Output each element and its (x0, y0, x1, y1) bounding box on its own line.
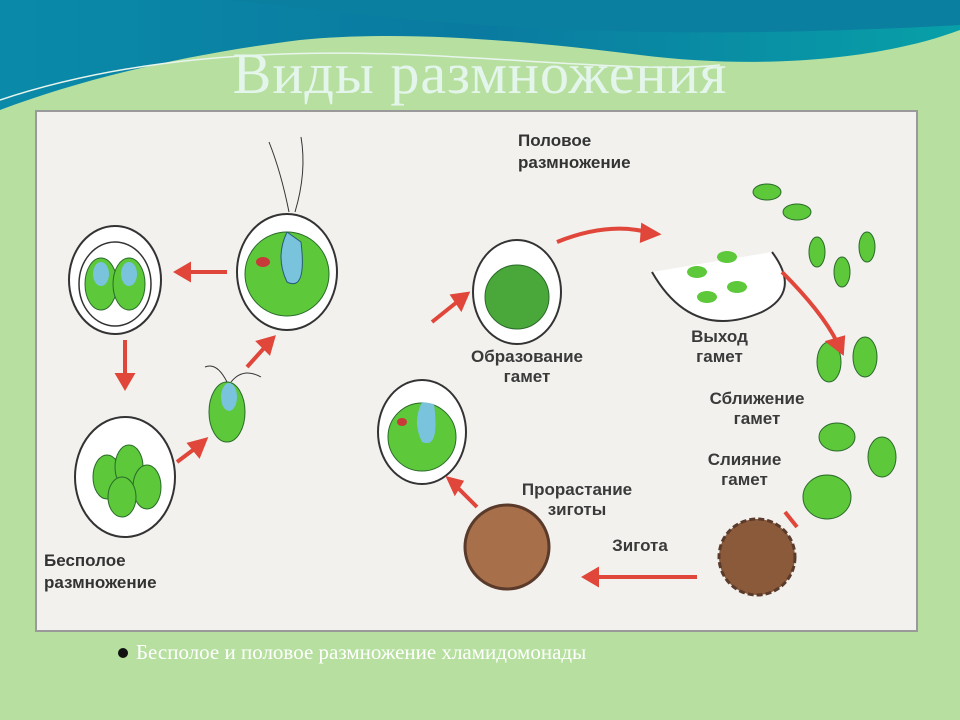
asexual-reproduction-header: Бесполое размножение (44, 551, 157, 592)
zoospores-cell (74, 416, 176, 538)
germinating-cell (377, 379, 467, 485)
slide-title: Виды размножения (232, 41, 728, 106)
label-gamete-release: Выход гамет (691, 327, 748, 366)
slide-caption: Бесполое и половое размножение хламидомо… (118, 640, 586, 665)
adult-cell (236, 136, 338, 331)
label-gamete-formation: Образование гамет (470, 347, 584, 386)
zoospore (204, 365, 262, 443)
sexual-reproduction-header: Половое размножение (518, 131, 631, 172)
bullet-icon (118, 647, 128, 658)
gamete-forming-cell (472, 239, 562, 345)
chlamydomonas-life-cycle (68, 136, 897, 597)
asexual-arrows (114, 261, 276, 464)
label-zygote-germination: Прорастание зиготы (521, 480, 633, 519)
label-gamete-approach: Сближение гамет (709, 389, 805, 428)
zygote-shape (463, 503, 797, 597)
label-gamete-fusion: Слияние гамет (707, 450, 782, 489)
caption-text: Бесполое и половое размножение хламидомо… (136, 640, 587, 664)
label-zygote: Зигота (612, 536, 668, 555)
gamete-release-cell (651, 251, 786, 322)
sexual-arrows (430, 222, 846, 588)
mother-cell-divided (68, 225, 162, 335)
free-gametes (752, 183, 897, 520)
diagram-panel: Половое размножение Бесполое размножение… (35, 110, 918, 632)
